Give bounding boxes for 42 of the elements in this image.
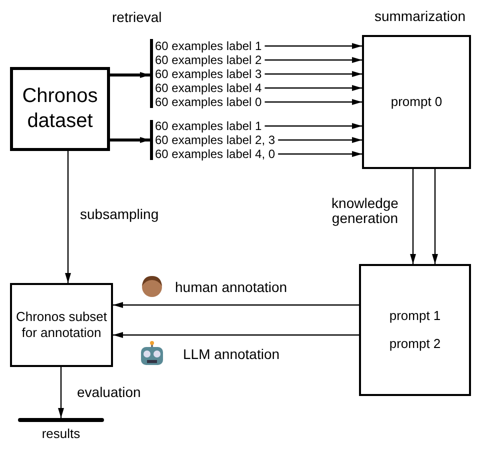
arrow (278, 151, 362, 157)
arrow (58, 367, 64, 418)
example-text: 60 examples label 2 (155, 53, 262, 67)
arrow (264, 71, 362, 77)
bracket-bar (150, 120, 153, 160)
example-text: 60 examples label 4, 0 (155, 147, 276, 161)
edge-label: LLM annotation (183, 347, 280, 362)
example-text: 60 examples label 0 (155, 95, 262, 109)
process-box (362, 35, 471, 169)
edge-label: human annotation (175, 280, 288, 296)
box-text: Chronos subset for annotation (14, 308, 108, 342)
arrow (432, 169, 438, 264)
arrow (264, 85, 362, 91)
arrow (278, 137, 362, 143)
edge-label: evaluation (77, 385, 141, 400)
box-text: prompt 0 (390, 94, 442, 110)
box-text: Chronos dataset (21, 84, 99, 134)
stage-label: retrieval (112, 10, 162, 26)
arrow (65, 151, 71, 283)
process-box (359, 264, 471, 396)
example-text: 60 examples label 1 (155, 119, 262, 133)
arrow (110, 137, 150, 143)
example-text: 60 examples label 3 (155, 67, 262, 81)
arrow (110, 72, 150, 78)
bracket-bar (150, 39, 153, 108)
results-text: results (42, 426, 80, 441)
arrow (410, 169, 416, 264)
arrow (264, 99, 362, 105)
stage-label: knowledge generation (330, 196, 400, 227)
box-text: prompt 2 (389, 336, 441, 352)
edge-label: subsampling (80, 207, 159, 222)
example-text: 60 examples label 2, 3 (155, 133, 276, 147)
arrow (264, 57, 362, 63)
arrow (113, 302, 359, 308)
process-box (10, 283, 113, 367)
arrow (113, 332, 359, 338)
box-text: prompt 1 (389, 308, 441, 324)
example-text: 60 examples label 1 (155, 39, 262, 53)
arrow (264, 123, 362, 129)
example-text: 60 examples label 4 (155, 81, 262, 95)
arrow (264, 43, 362, 49)
process-box (10, 67, 110, 151)
